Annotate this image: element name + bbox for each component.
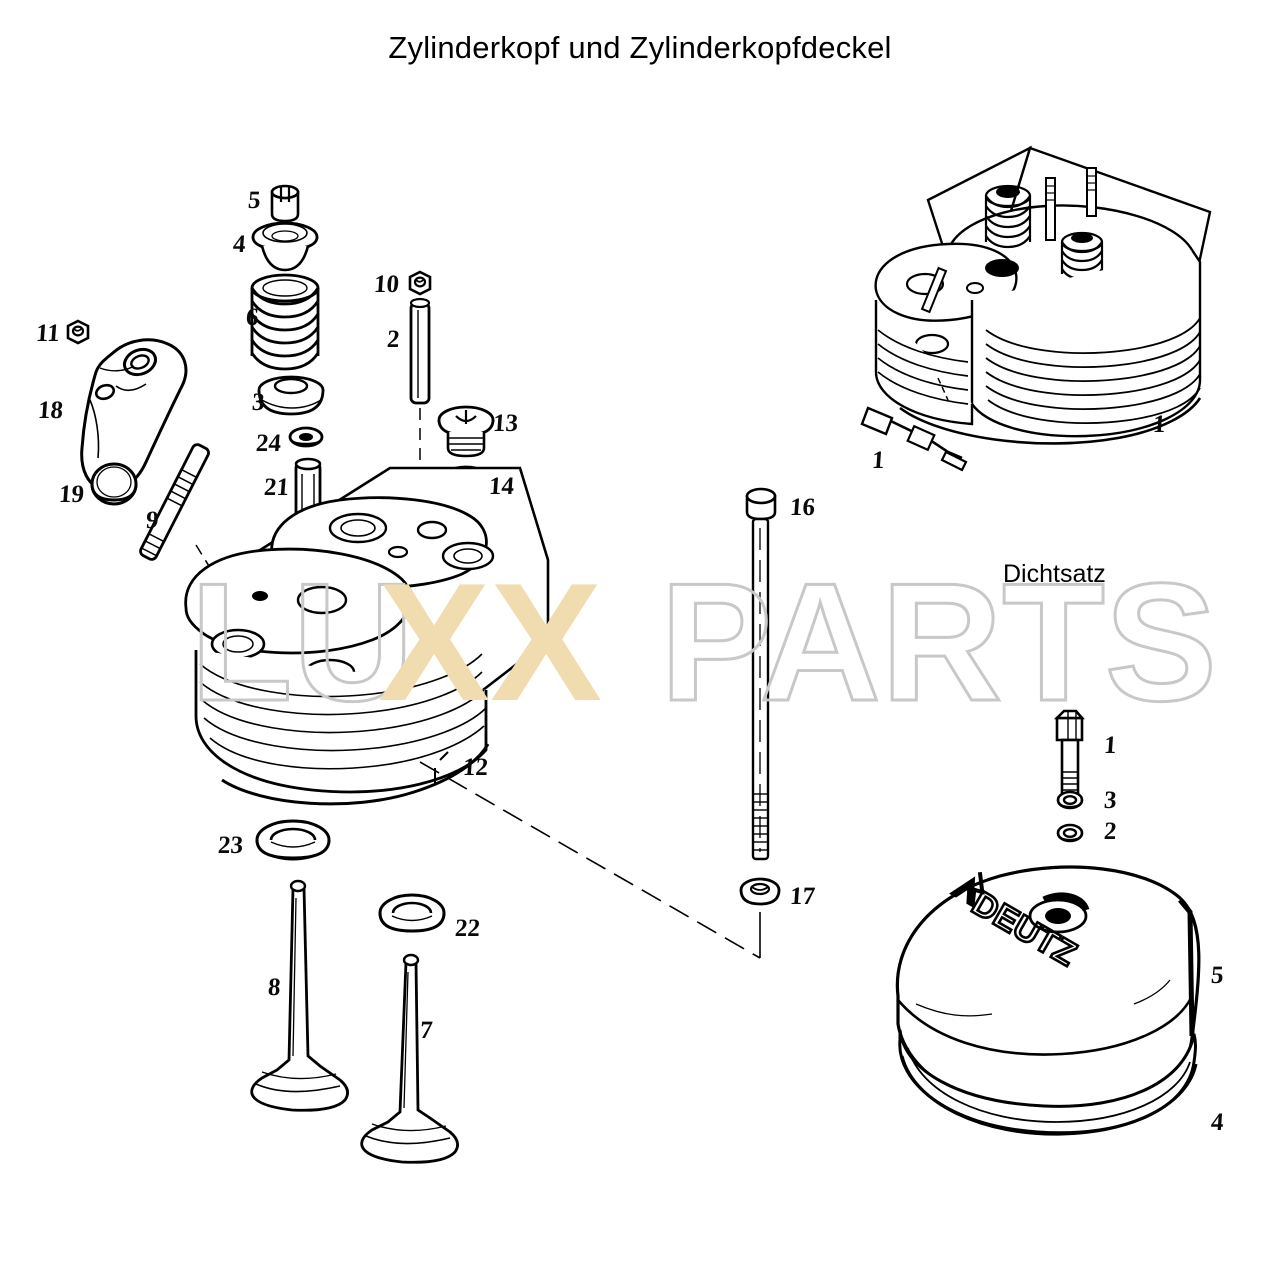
callout-4: 4 [232, 231, 247, 258]
callout-6: 6 [245, 304, 260, 331]
callout-cover-5: 5 [1210, 962, 1225, 989]
callout-24: 24 [255, 430, 282, 457]
callout-9: 9 [145, 507, 160, 534]
page-title: Zylinderkopf und Zylinderkopfdeckel [388, 30, 892, 65]
callout-head-1-right: 1 [1152, 411, 1167, 438]
callout-gasket-2: 2 [1103, 818, 1118, 845]
callout-5: 5 [247, 187, 262, 214]
callout-10: 10 [373, 271, 400, 298]
callout-16: 16 [789, 494, 816, 521]
callout-2: 2 [386, 326, 401, 353]
callout-22: 22 [454, 915, 481, 942]
callout-18: 18 [37, 397, 64, 424]
callout-13: 13 [492, 410, 519, 437]
valves-group [250, 819, 459, 1164]
callout-gasket-1: 1 [1103, 732, 1118, 759]
head-stud-group [739, 487, 781, 906]
gasket-set-group [1053, 709, 1085, 843]
callout-19: 19 [58, 481, 85, 508]
section-label-dichtsatz: Dichtsatz [1003, 560, 1106, 588]
callout-7: 7 [419, 1017, 434, 1044]
callout-23: 23 [217, 832, 244, 859]
callout-14: 14 [488, 473, 515, 500]
cylinder-head-assembly-view [860, 145, 1212, 472]
valve-cover-group: DEUTZ [895, 865, 1201, 1136]
callout-3: 3 [251, 389, 266, 416]
callout-11: 11 [35, 320, 61, 347]
callout-head-1-left: 1 [871, 447, 886, 474]
callout-21: 21 [263, 474, 290, 501]
callout-12: 12 [462, 754, 489, 781]
callout-17: 17 [789, 883, 816, 910]
callout-cover-4: 4 [1210, 1109, 1225, 1136]
callout-8: 8 [267, 974, 282, 1001]
callout-gasket-3: 3 [1103, 787, 1118, 814]
cylinder-head-body [184, 466, 761, 959]
